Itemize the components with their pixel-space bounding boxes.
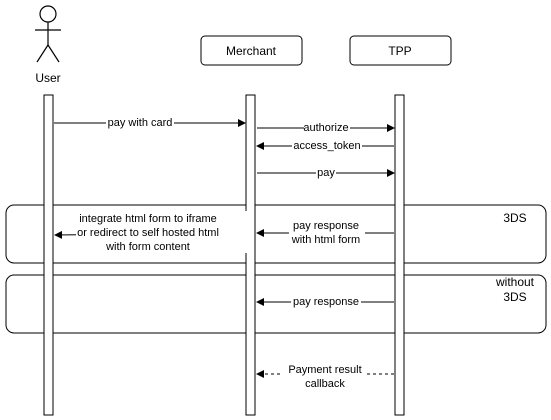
message-pay-response-label: pay response — [293, 296, 359, 308]
user-actor-icon — [35, 5, 61, 63]
lifeline-user — [43, 94, 54, 416]
participant-merchant-label: Merchant — [226, 44, 277, 58]
message-access-token-label: access_token — [293, 140, 360, 152]
message-pay-with-card-label: pay with card — [108, 117, 173, 129]
participant-user-label: User — [35, 71, 60, 85]
message-integrate-label-line2: or redirect to self hosted html — [77, 227, 219, 239]
lifeline-merchant — [245, 94, 256, 416]
fragment-without-3ds-label-line2: 3DS — [503, 290, 526, 304]
participant-merchant-box — [200, 35, 303, 66]
message-pay-label: pay — [317, 167, 335, 179]
message-payment-result-label-line1: Payment result — [288, 364, 361, 376]
lifeline-tpp — [394, 94, 405, 416]
message-pay-response-html-label-line2: with html form — [291, 234, 360, 246]
participant-tpp-label: TPP — [388, 44, 411, 58]
fragment-3ds-label: 3DS — [503, 211, 526, 225]
message-authorize-label: authorize — [303, 122, 348, 134]
message-integrate-label-line1: integrate html form to iframe — [79, 213, 217, 225]
message-pay-response-html-label-line1: pay response — [293, 220, 359, 232]
message-payment-result-label-line2: callback — [305, 378, 345, 390]
message-integrate-label-line3: with form content — [105, 241, 190, 253]
fragment-without-3ds — [5, 274, 547, 334]
participant-tpp-box — [349, 35, 452, 66]
fragment-without-3ds-label-line1: without — [495, 275, 535, 289]
